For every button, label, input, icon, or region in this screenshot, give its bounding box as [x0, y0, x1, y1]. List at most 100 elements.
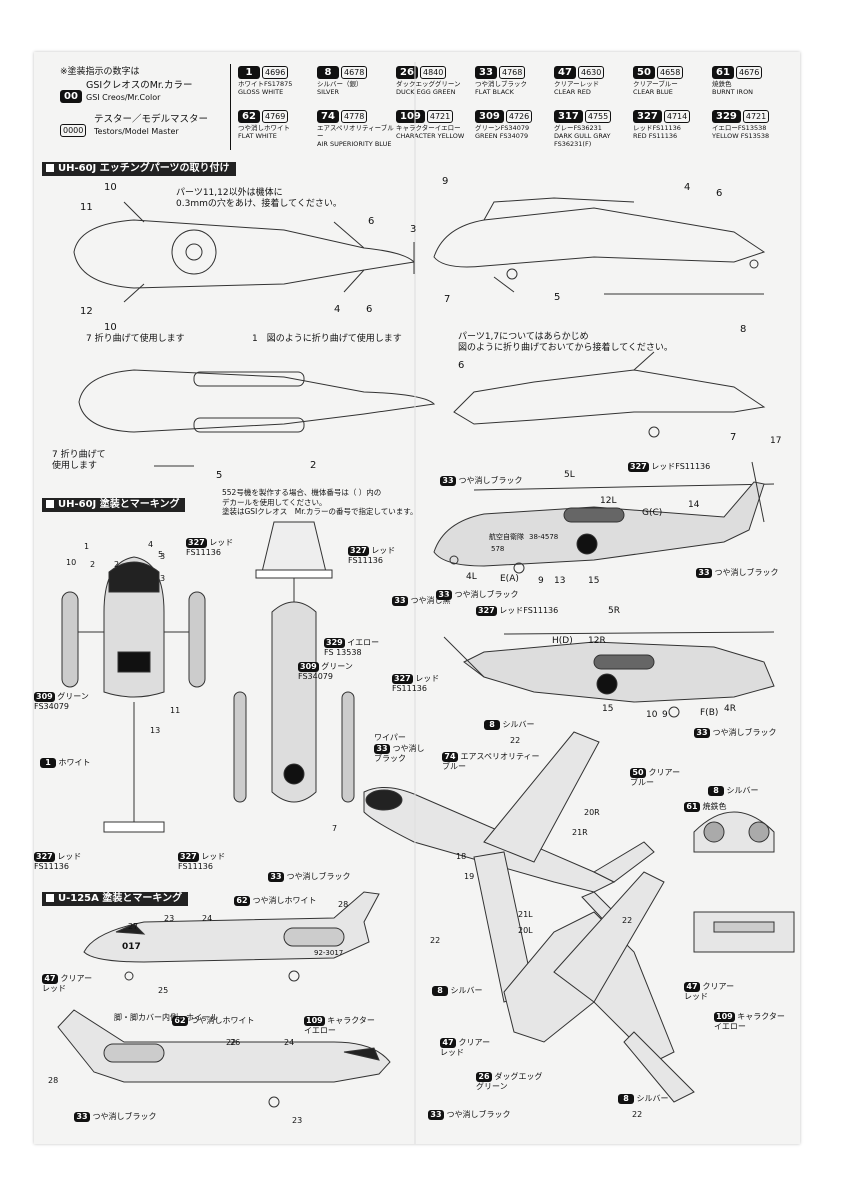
- u125-color-callout: 26 ダッグエッグ グリーン: [476, 1072, 543, 1092]
- color-num-badge: 74: [317, 110, 339, 123]
- color-callout-text: つや消しブラック: [710, 728, 777, 737]
- u125-color-callout: 109 キャラクター イエロー: [304, 1016, 375, 1036]
- color-callout-text: シルバー: [448, 986, 483, 995]
- u125-part-label: 20L: [518, 926, 533, 935]
- color-callout-badge: 8: [432, 986, 448, 996]
- part-number: 10: [104, 322, 117, 333]
- part-number: 7: [444, 294, 451, 305]
- uh60-tail-label: 578: [491, 545, 505, 553]
- part-number: 6: [716, 188, 723, 199]
- uh60-side2-label: 15: [602, 704, 614, 714]
- note-fold1: 1 図のように折り曲げて使用します: [252, 334, 402, 344]
- color-name-en: YELLOW FS13538: [712, 132, 770, 140]
- color-callout-text: つや消し ブラック: [374, 744, 425, 763]
- color-callout-badge: 8: [618, 1094, 634, 1104]
- section-etching-label: UH-60J エッチングパーツの取り付け: [58, 163, 230, 174]
- color-callout-text: キャラクター イエロー: [714, 1012, 785, 1031]
- color-callout-badge: 47: [440, 1038, 456, 1048]
- color-num-badge: 26: [396, 66, 418, 79]
- color-code-badge: 4840: [420, 66, 447, 79]
- u125-part-label: 24: [284, 1038, 295, 1047]
- color-callout-text: ホワイト: [56, 758, 91, 767]
- color-name-jp: イエローFS13538: [712, 124, 767, 132]
- color-callout-text: クリアー レッド: [42, 974, 93, 993]
- color-callout-badge: 33: [392, 596, 408, 606]
- legend-gsi-jp: GSIクレオスのMr.カラー: [86, 80, 193, 91]
- uh60-side2-label: 12R: [588, 636, 606, 646]
- color-code-badge: 4726: [505, 110, 533, 123]
- part-number: 7: [730, 432, 737, 443]
- uh60-color-callout: 327 レッドFS11136: [476, 606, 558, 616]
- color-num-badge: 62: [238, 110, 260, 123]
- uh60-side-marking-right: [443, 631, 775, 718]
- uh60-side-view2-etching: [453, 351, 766, 438]
- color-code-badge: 4769: [262, 110, 289, 123]
- color-num-badge: 327: [633, 110, 662, 123]
- color-num-badge: 47: [554, 66, 576, 79]
- color-callout-badge: 109: [304, 1016, 325, 1026]
- u125-color-callout: 109 キャラクター イエロー: [714, 1012, 785, 1032]
- color-callout-badge: 8: [708, 786, 724, 796]
- uh60-color-callout: 33 つや消し黒: [392, 596, 451, 606]
- color-code-badge: 4630: [578, 66, 605, 79]
- color-callout-badge: 327: [476, 606, 497, 616]
- color-num-badge: 329: [712, 110, 741, 123]
- u125-part-label: 23: [292, 1116, 303, 1125]
- uh60-side1-label: 9: [538, 576, 544, 586]
- color-callout-text: グリーン FS34079: [34, 692, 89, 711]
- u125-part-label: 28: [48, 1076, 59, 1085]
- color-callout-badge: 327: [34, 852, 55, 862]
- uh60-color-callout: 33 つや消しブラック: [696, 568, 779, 578]
- color-name-en: CLEAR BLUE: [633, 88, 673, 96]
- uh60-top-label: 2: [114, 560, 120, 569]
- u125-part-label: 22: [622, 916, 633, 925]
- color-name-jp: グレーFS36231: [554, 124, 602, 132]
- color-callout-badge: 327: [348, 546, 369, 556]
- uh60-color-callout: 327 レッド FS11136: [392, 674, 439, 694]
- color-callout-badge: 33: [440, 476, 456, 486]
- color-name-en: GREEN FS34079: [475, 132, 529, 140]
- color-code-badge: 4778: [341, 110, 368, 123]
- section-uh60-label: UH-60J 塗装とマーキング: [58, 499, 180, 510]
- u125-bottom-view: [503, 871, 695, 1103]
- u125-color-callout: 47 クリアー レッド: [42, 974, 92, 994]
- color-num-badge: 50: [633, 66, 655, 79]
- color-callout-text: レッド FS11136: [186, 538, 234, 557]
- color-num-badge: 8: [317, 66, 339, 79]
- color-callout-badge: 1: [40, 758, 56, 768]
- part-number: 6: [368, 216, 375, 227]
- uh60-top-label: 2: [90, 560, 96, 569]
- uh60-top-label: 11: [170, 706, 181, 715]
- color-num-badge: 109: [396, 110, 425, 123]
- uh60-side1-label: E(A): [500, 574, 519, 584]
- u125-side-view-upper: [83, 891, 380, 982]
- u125-part-label: 22: [430, 936, 441, 945]
- color-callout-text: つや消しブラック: [456, 476, 523, 485]
- color-callout-badge: 26: [476, 1072, 492, 1082]
- technical-drawings: [57, 62, 795, 1144]
- u125-color-callout: 47 クリアー レッド: [440, 1038, 490, 1058]
- color-callout-badge: 33: [436, 590, 452, 600]
- color-callout-badge: 62: [234, 896, 250, 906]
- section-etching: UH-60J エッチングパーツの取り付け: [42, 162, 236, 176]
- u125-color-callout: 62 つや消しホワイト: [234, 896, 317, 906]
- color-num-badge: 61: [712, 66, 734, 79]
- uh60-side1-label: G(C): [642, 508, 663, 518]
- u125-color-callout: 8 シルバー: [432, 986, 483, 996]
- color-name-en: CLEAR RED: [554, 88, 591, 96]
- u125-side-view-lower: [57, 1009, 391, 1108]
- color-name-en: AIR SUPERIORITY BLUE: [317, 140, 392, 148]
- color-callout-badge: 33: [694, 728, 710, 738]
- u125-part-label: 22: [632, 1110, 643, 1119]
- color-callout-text: つや消しブラック: [712, 568, 779, 577]
- u125-part-label: 22: [226, 1038, 237, 1047]
- color-callout-text: レッドFS11136: [496, 606, 559, 615]
- legend-testors-en: Testors/Model Master: [94, 127, 179, 136]
